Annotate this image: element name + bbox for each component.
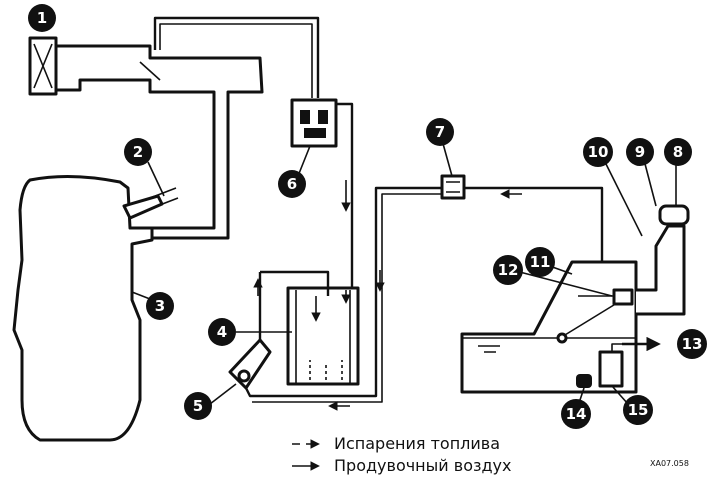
figure-code: XA07.058 xyxy=(650,459,689,468)
callout-9: 9 xyxy=(626,138,654,166)
fuel-tank xyxy=(460,260,638,394)
callout-1-label: 1 xyxy=(37,9,47,27)
callout-5-label: 5 xyxy=(193,397,203,415)
legend-purge: Продувочный воздух xyxy=(292,456,511,475)
rollover-valve xyxy=(612,288,634,306)
callout-13-label: 13 xyxy=(682,335,703,353)
purge-valve xyxy=(290,98,338,148)
callout-5: 5 xyxy=(184,392,212,420)
callout-8-label: 8 xyxy=(673,143,683,161)
intake-line xyxy=(153,16,320,98)
callout-1: 1 xyxy=(28,4,56,32)
callout-9-label: 9 xyxy=(635,143,645,161)
callout-14: 14 xyxy=(561,399,591,429)
legend-vapor-label: Испарения топлива xyxy=(334,434,500,453)
callout-7-label: 7 xyxy=(435,123,445,141)
leader-lines xyxy=(131,139,677,407)
callout-15: 15 xyxy=(623,395,653,425)
filler-neck xyxy=(636,204,690,316)
callout-10: 10 xyxy=(583,137,613,167)
callout-2-label: 2 xyxy=(133,143,143,161)
callout-4: 4 xyxy=(208,318,236,346)
callout-10-label: 10 xyxy=(588,143,609,161)
vent-valve xyxy=(440,174,466,200)
callout-6: 6 xyxy=(278,170,306,198)
callout-2: 2 xyxy=(124,138,152,166)
callout-14-label: 14 xyxy=(566,405,587,423)
fuel-pump xyxy=(576,336,661,388)
air-filter xyxy=(28,36,264,240)
legend-vapor: Испарения топлива xyxy=(292,434,500,453)
callout-11-label: 11 xyxy=(530,253,551,271)
callout-12: 12 xyxy=(493,255,523,285)
legend-purge-label: Продувочный воздух xyxy=(334,456,511,475)
callout-7: 7 xyxy=(426,118,454,146)
legend: Испарения топлива Продувочный воздух xyxy=(292,434,511,475)
callout-15-label: 15 xyxy=(628,401,649,419)
callout-3: 3 xyxy=(146,292,174,320)
callout-13: 13 xyxy=(677,329,707,359)
engine-block xyxy=(12,174,179,442)
check-valve xyxy=(228,186,444,411)
callout-3-label: 3 xyxy=(155,297,165,315)
charcoal-canister xyxy=(253,270,360,386)
callout-11: 11 xyxy=(525,247,555,277)
callout-12-label: 12 xyxy=(498,261,519,279)
callout-6-label: 6 xyxy=(287,175,297,193)
callout-8: 8 xyxy=(664,138,692,166)
callout-4-label: 4 xyxy=(217,323,227,341)
